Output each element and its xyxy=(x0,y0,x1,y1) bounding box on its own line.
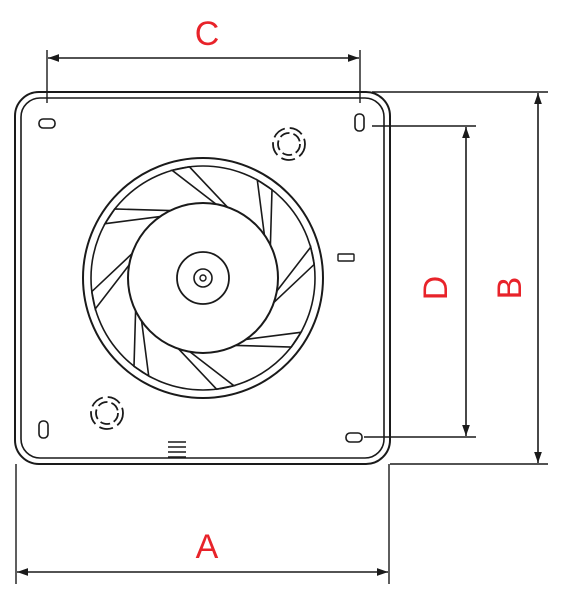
dimension-b: B xyxy=(372,91,548,465)
fan-blade xyxy=(133,310,150,378)
screw-knockout-top xyxy=(272,127,306,161)
fan-blade xyxy=(103,208,171,225)
dimension-a: A xyxy=(15,464,390,584)
bottom-vent xyxy=(168,441,186,458)
fan-blade xyxy=(170,165,228,208)
mounting-slots xyxy=(38,113,365,443)
dimension-label-d: D xyxy=(417,276,455,301)
slot-bottom-right xyxy=(345,432,363,443)
dimension-label-c: C xyxy=(195,15,220,53)
slot-top-right xyxy=(354,113,365,132)
fan-hub-dot xyxy=(199,274,207,282)
fan-inner-ring xyxy=(90,165,316,391)
indicator-slot xyxy=(337,253,355,262)
screw-knockout-bottom xyxy=(90,396,124,430)
front-plate xyxy=(14,91,391,465)
dimension-label-b: B xyxy=(491,277,529,300)
slot-top-left xyxy=(38,118,56,129)
fan-blade xyxy=(273,245,316,303)
fan-hub xyxy=(127,202,279,354)
fan-blade xyxy=(235,331,303,348)
dimension-label-a: A xyxy=(196,528,219,566)
slot-bottom-left xyxy=(38,420,49,439)
dimension-d: D xyxy=(364,125,476,438)
fan-blade xyxy=(256,178,273,246)
fan-blade xyxy=(90,253,133,311)
fan-blade xyxy=(178,348,236,391)
dimension-c: C xyxy=(46,15,361,103)
fan-blades xyxy=(90,165,316,391)
fan-assembly xyxy=(82,157,324,399)
fan-outer-ring xyxy=(82,157,324,399)
fan-hub-center xyxy=(193,268,213,288)
fan-hub-cap xyxy=(176,251,230,305)
